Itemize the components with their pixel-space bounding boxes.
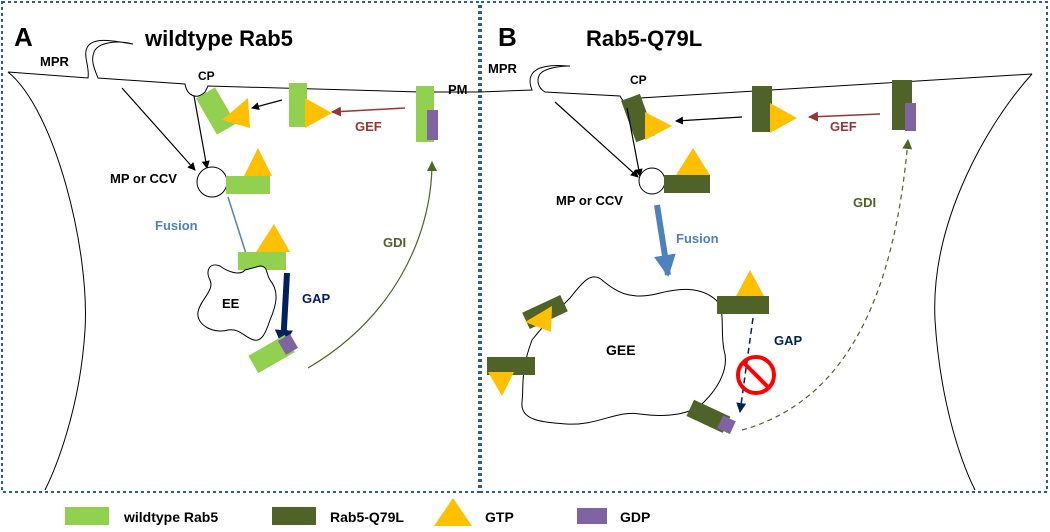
panel-b-gee-gtp-left-lower (488, 372, 514, 396)
panel-a-vesicle-gtp (244, 148, 272, 176)
panel-b-vesicle (638, 167, 666, 195)
legend-mutant-label: Rab5-Q79L (330, 509, 404, 525)
panel-a-mpr-label: MPR (40, 54, 70, 69)
panel-b-gee-gdp (717, 415, 736, 435)
legend-gtp-icon (434, 498, 472, 526)
panel-a-vesicle-rab5-wildtype (226, 176, 270, 194)
panel-a-ee-rab5-wildtype (238, 252, 286, 270)
panel-a-cp-label: CP (198, 69, 215, 83)
legend-gdp-label: GDP (620, 509, 650, 525)
cell-outline-left (7, 71, 86, 491)
panel-b-arrow-mpr-to-ccv (554, 101, 639, 178)
panel-a-ee-gtp (256, 224, 290, 252)
panel-b-mpr-label: MPR (488, 61, 518, 76)
panel-a-ee-gdp-complex (248, 334, 299, 374)
panel-b-gef-gtp (770, 103, 797, 133)
panel-a-mp-ccv-label: MP or CCV (110, 171, 177, 186)
panel-a-ee-label: EE (222, 296, 240, 311)
panel-b-arrow-cp-to-ccv (626, 107, 643, 177)
legend-wildtype-label: wildtype Rab5 (123, 509, 218, 525)
panel-b-gdi-label: GDI (853, 195, 876, 210)
panel-b-title: Rab5-Q79L (586, 26, 702, 51)
panel-a-gef-arrow (331, 106, 406, 117)
panel-a-arrow-mpr-to-ccv (121, 87, 196, 171)
panel-a-title: wildtype Rab5 (144, 26, 293, 51)
panel-b-border (480, 1, 1048, 493)
panel-b-gap-label: GAP (774, 333, 803, 348)
panel-b-gee-rab5-right (717, 296, 769, 314)
legend-gdp-swatch (577, 508, 607, 524)
panel-b-gef-label: GEF (830, 119, 857, 134)
cell-outline-right (934, 73, 1033, 491)
panel-b-gee-gtp-right (736, 270, 764, 296)
panel-a-gdi-arrow (307, 161, 437, 369)
panel-b-gee-label: GEE (606, 342, 636, 358)
panel-b-fusion-arrow (654, 204, 676, 277)
panel-b-letter: B (498, 22, 517, 52)
panel-b-gap-arrow (736, 317, 754, 413)
panel-a-letter: A (14, 22, 33, 52)
panel-b-giant-early-endosome (521, 276, 726, 425)
panel-b-mp-ccv-label: MP or CCV (556, 193, 623, 208)
legend-mutant-swatch (272, 507, 316, 525)
panel-a-early-endosome (197, 264, 277, 341)
panel-b-cp-gtp (645, 112, 672, 140)
panel-b-gef-arrow (808, 111, 881, 122)
panel-b-fusion-label: Fusion (676, 231, 719, 246)
panel-a-cp-gtp (222, 98, 250, 128)
panel-b-gee-gtp-left-upper (525, 306, 552, 332)
legend-wildtype-swatch (65, 507, 109, 525)
panel-a-gap-label: GAP (302, 291, 331, 306)
panel-b-vesicle-gtp (676, 148, 710, 175)
panel-a-arrow-cp-to-ccv (193, 95, 210, 169)
panel-a-vesicle (196, 166, 228, 198)
panel-a-fusion-label: Fusion (155, 218, 198, 233)
panel-a-gef-gtp (305, 98, 332, 128)
panel-a-border (1, 1, 480, 493)
panel-a-cp-rab5-wildtype (195, 87, 237, 135)
panel-b-gdi-arrow (741, 139, 913, 431)
panel-a-arrow-gef-to-cp (251, 99, 283, 111)
panel-b-gee-gdp-complex (686, 399, 736, 435)
panel-a-gdi-label: GDI (383, 235, 406, 250)
panel-a-gap-arrow (274, 272, 293, 348)
panel-b-gee-rab5-left-lower (487, 357, 535, 375)
panel-b-gap-inhibited-icon (736, 355, 776, 395)
panel-b-arrow-gef-to-cp (675, 116, 743, 125)
panel-a-pm-gdp (427, 110, 438, 140)
panel-b-pm-gdp (905, 103, 916, 131)
panel-a-gef-label: GEF (355, 119, 382, 134)
panel-b-vesicle-rab5-mutant (664, 175, 710, 193)
panel-a-pm-label: PM (448, 82, 468, 97)
panel-a-ee-gdp (277, 334, 299, 355)
panel-b-gef-rab5-mutant (752, 86, 772, 132)
legend-gtp-label: GTP (485, 509, 514, 525)
panel-b-cp-label: CP (630, 73, 647, 87)
panel-a-gef-rab5-wildtype (289, 83, 307, 127)
